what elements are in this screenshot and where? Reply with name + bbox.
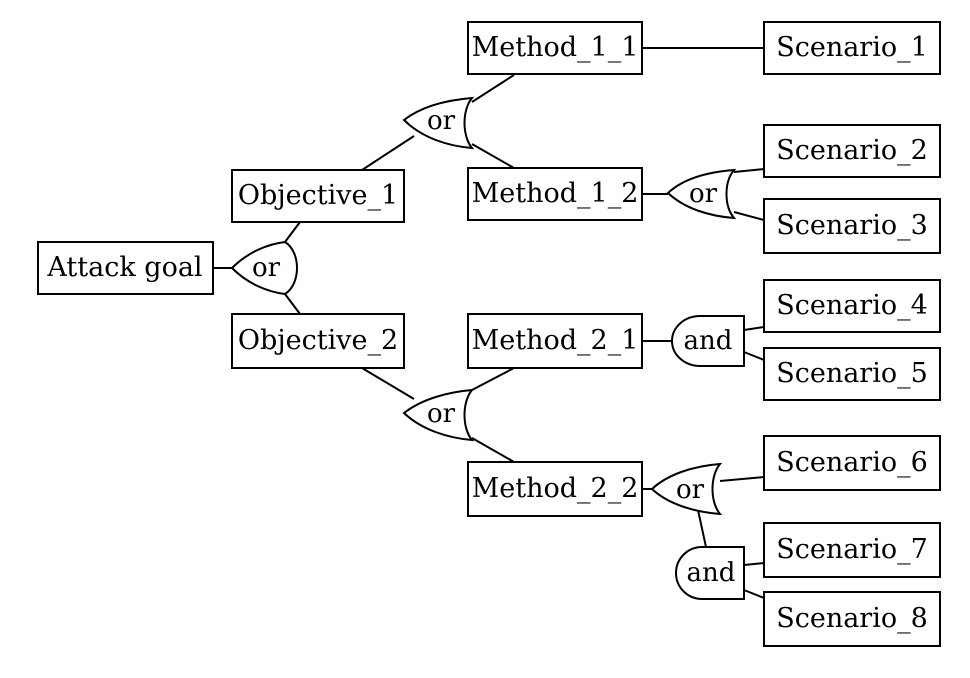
scenario-3-label: Scenario_3 <box>776 210 928 241</box>
scenario-6-label: Scenario_6 <box>776 447 928 478</box>
method-1-2-or-gate: or <box>666 168 737 220</box>
objective-1-node: Objective_1 <box>231 169 405 223</box>
method-2-1-label: Method_2_1 <box>472 325 639 356</box>
scenario-3-node: Scenario_3 <box>763 198 941 254</box>
objective-2-gate-label: or <box>427 399 456 429</box>
objective-2-or-gate: or <box>402 388 475 442</box>
goal-gate-label: or <box>252 253 281 283</box>
method-1-2-gate-label: or <box>689 179 718 209</box>
scenario-4-label: Scenario_4 <box>776 290 928 321</box>
method-1-1-label: Method_1_1 <box>472 32 639 63</box>
method-2-2-gate-label: or <box>676 475 705 505</box>
scenario-6-node: Scenario_6 <box>763 435 941 491</box>
scenario-8-node: Scenario_8 <box>763 591 941 647</box>
scenario-7-label: Scenario_7 <box>776 534 928 565</box>
scenario-2-label: Scenario_2 <box>776 135 928 166</box>
method-1-1-node: Method_1_1 <box>467 21 643 75</box>
method-2-2-and-gate: and <box>675 546 745 600</box>
edges <box>213 47 765 599</box>
method-2-1-node: Method_2_1 <box>467 313 643 369</box>
objective-1-or-gate: or <box>402 96 475 150</box>
scenario-8-label: Scenario_8 <box>776 603 928 634</box>
goal-or-gate: or <box>230 240 298 296</box>
method-1-2-label: Method_1_2 <box>472 178 639 209</box>
objective-2-label: Objective_2 <box>238 325 398 356</box>
method-2-2-label: Method_2_2 <box>472 473 639 504</box>
method-2-1-gate-label: and <box>684 326 733 356</box>
objective-2-node: Objective_2 <box>231 313 405 369</box>
scenario-7-node: Scenario_7 <box>763 522 941 578</box>
method-2-1-and-gate: and <box>671 315 745 367</box>
method-2-2-node: Method_2_2 <box>467 461 643 517</box>
scenario-5-node: Scenario_5 <box>763 347 941 401</box>
scenario-2-node: Scenario_2 <box>763 124 941 178</box>
attack-goal-label: Attack goal <box>46 252 202 283</box>
attack-goal-node: Attack goal <box>37 241 214 295</box>
scenario-4-node: Scenario_4 <box>763 279 941 333</box>
scenario-1-label: Scenario_1 <box>776 32 928 63</box>
objective-1-label: Objective_1 <box>238 180 398 211</box>
scenario-1-node: Scenario_1 <box>763 21 941 75</box>
scenario-5-label: Scenario_5 <box>776 358 928 389</box>
method-2-2-or-gate: or <box>650 462 723 516</box>
method-2-2-sub-gate-label: and <box>687 558 736 588</box>
objective-1-gate-label: or <box>427 106 456 136</box>
method-1-2-node: Method_1_2 <box>467 167 643 221</box>
